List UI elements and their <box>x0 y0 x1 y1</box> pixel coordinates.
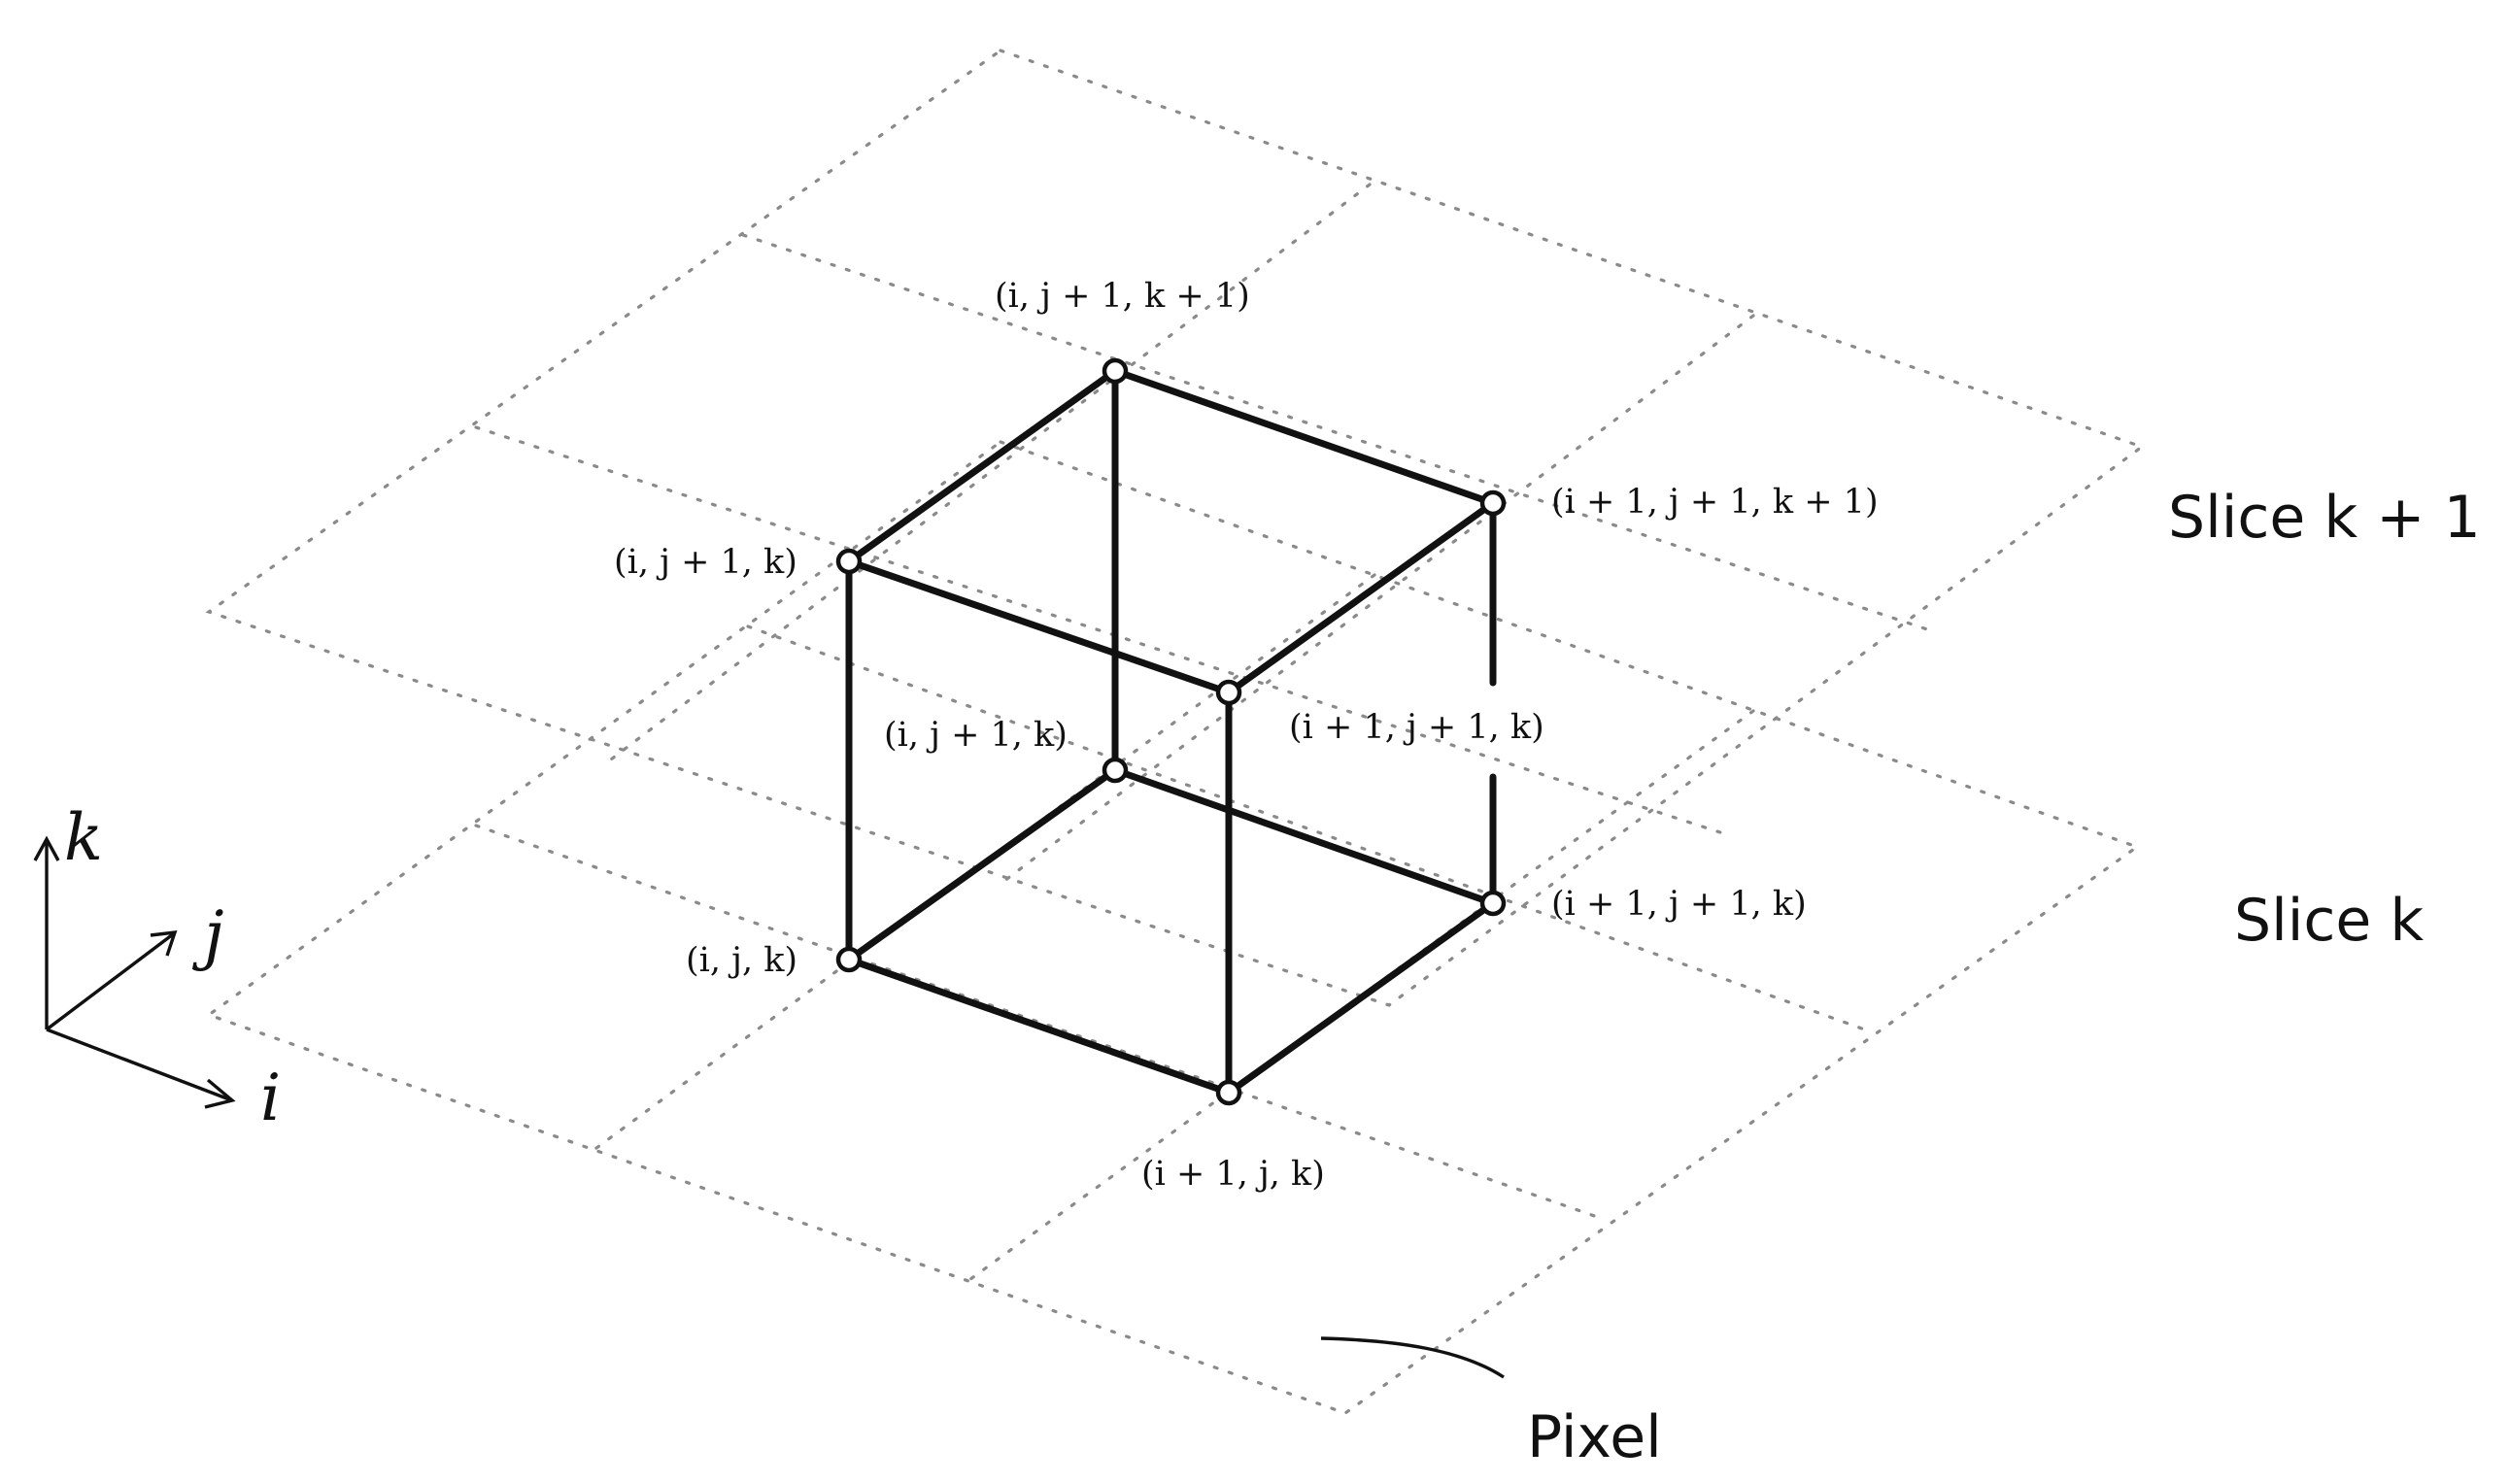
cube-edge <box>845 367 1119 565</box>
slice-lower-label: Slice k <box>2234 887 2424 955</box>
voxel-cube <box>845 367 1497 1096</box>
vertex-top-right <box>1479 489 1507 517</box>
lower-slice-gridline <box>474 824 1605 1221</box>
cube-vertices <box>835 357 1507 1106</box>
j-axis-arrowhead <box>150 929 178 957</box>
lower-slice-outline <box>205 440 2141 1415</box>
vertex-top-back <box>1102 357 1129 385</box>
cube-edge <box>1225 499 1497 696</box>
vertex-top-front <box>1215 679 1242 706</box>
i-axis-line <box>46 1028 230 1101</box>
label-top-back: (i, j + 1, k + 1) <box>995 277 1250 316</box>
lower-slice-grid <box>205 440 2141 1415</box>
label-top-front: (i, j + 1, k) <box>884 716 1068 755</box>
label-bottom-left: (i, j, k) <box>686 941 797 980</box>
label-middle-right: (i + 1, j + 1, k) <box>1289 708 1544 747</box>
cube-edge <box>1111 367 1497 507</box>
axes-indicator: k j i <box>33 800 281 1135</box>
upper-slice-gridline <box>605 183 1372 764</box>
slice-upper-label: Slice k + 1 <box>2168 484 2481 552</box>
upper-slice-gridline <box>474 425 1731 837</box>
label-top-right: (i + 1, j + 1, k + 1) <box>1551 483 1879 522</box>
label-bottom-front: (i + 1, j, k) <box>1141 1155 1325 1194</box>
k-axis-label: k <box>64 800 103 875</box>
cube-edge <box>1111 766 1497 907</box>
vertex-labels: (i, j + 1, k + 1) (i + 1, j + 1, k + 1) … <box>614 277 1879 1194</box>
upper-slice-gridline <box>999 314 1755 886</box>
cube-edge <box>1225 899 1497 1096</box>
lower-slice-gridline <box>746 624 1872 1033</box>
vertex-top-left <box>835 548 863 575</box>
upper-slice-gridline <box>741 233 1935 633</box>
pixel-leader-line <box>1320 1336 1505 1379</box>
pixel-label: Pixel <box>1527 1403 1662 1471</box>
cube-edge <box>845 766 1119 963</box>
i-axis-label: i <box>260 1061 281 1135</box>
i-axis-arrowhead <box>204 1078 236 1109</box>
vertex-bottom-right <box>1479 890 1507 917</box>
vertex-bottom-left <box>835 946 863 973</box>
upper-slice-outline <box>205 49 2146 1007</box>
k-axis-arrowhead <box>33 835 60 861</box>
j-axis-line <box>45 932 175 1031</box>
label-top-left: (i, j + 1, k) <box>614 543 797 582</box>
j-axis-label: j <box>191 897 223 972</box>
upper-slice-grid <box>205 49 2146 1007</box>
vertex-bottom-back <box>1102 757 1129 784</box>
cube-edge <box>845 557 1233 696</box>
label-bottom-right: (i + 1, j + 1, k) <box>1551 885 1807 924</box>
cube-edge <box>845 956 1233 1096</box>
vertex-bottom-front <box>1215 1079 1242 1106</box>
